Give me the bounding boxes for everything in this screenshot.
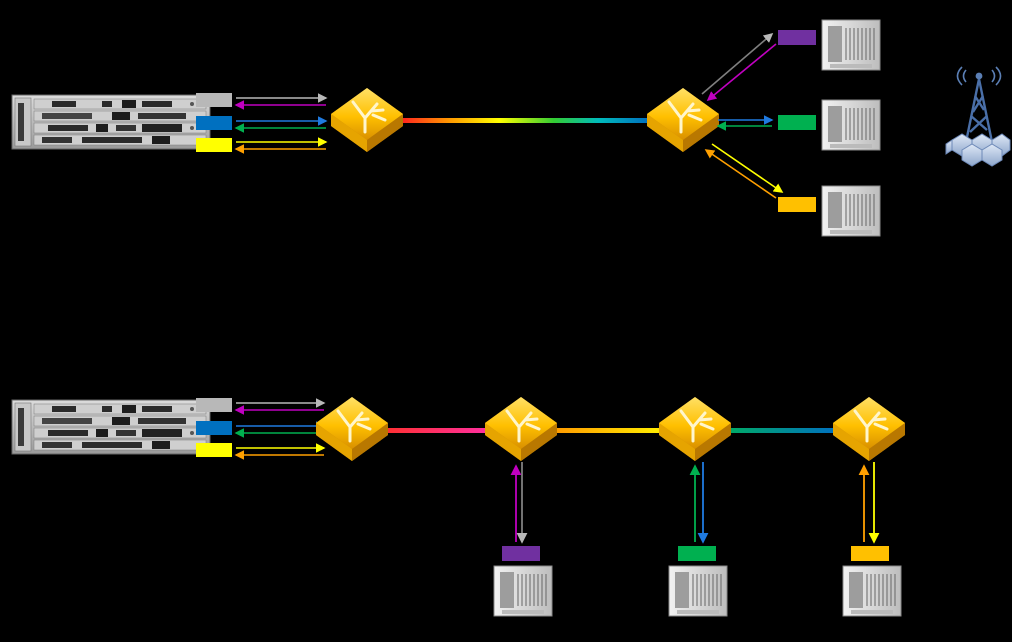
blue-transceiver-top — [196, 116, 232, 130]
fiber-segment-2 — [554, 428, 662, 433]
add-drop-node-1 — [483, 395, 559, 463]
rack-chassis-bottom — [11, 399, 211, 455]
rack-chassis-top — [11, 94, 211, 150]
green-transceiver-site-2 — [678, 546, 716, 561]
grey-transceiver-top — [196, 93, 232, 107]
yellow-branch-arrow — [711, 143, 784, 193]
rainbow-fiber-top — [400, 118, 648, 123]
rru-site-1 — [493, 565, 553, 617]
add-drop-node-3 — [831, 395, 907, 463]
rru-branch-1 — [821, 19, 881, 71]
orange-branch-arrow — [704, 149, 777, 199]
rru-branch-2 — [821, 99, 881, 151]
yellow-transceiver-bottom — [196, 443, 232, 457]
fiber-segment-3 — [728, 428, 836, 433]
grey-transceiver-bottom — [196, 398, 232, 412]
rru-site-2 — [668, 565, 728, 617]
purple-branch-arrow — [706, 43, 777, 102]
orange-transceiver-branch — [778, 197, 816, 212]
purple-transceiver-site-1 — [502, 546, 540, 561]
fiber-segment-1 — [384, 428, 488, 433]
grey-branch-arrow — [701, 32, 774, 95]
purple-transceiver-branch — [778, 30, 816, 45]
wdm-mux-node — [329, 86, 405, 154]
orange-transceiver-site-3 — [851, 546, 889, 561]
green-transceiver-branch — [778, 115, 816, 130]
top-topology — [11, 19, 1011, 237]
yellow-transceiver-top — [196, 138, 232, 152]
rru-branch-3 — [821, 185, 881, 237]
cell-tower-icon — [945, 66, 1011, 167]
add-drop-node-2 — [657, 395, 733, 463]
rru-site-3 — [842, 565, 902, 617]
blue-transceiver-bottom — [196, 421, 232, 435]
wdm-demux-node — [645, 86, 721, 154]
bottom-topology — [11, 395, 907, 617]
wdm-node-head — [314, 395, 390, 463]
